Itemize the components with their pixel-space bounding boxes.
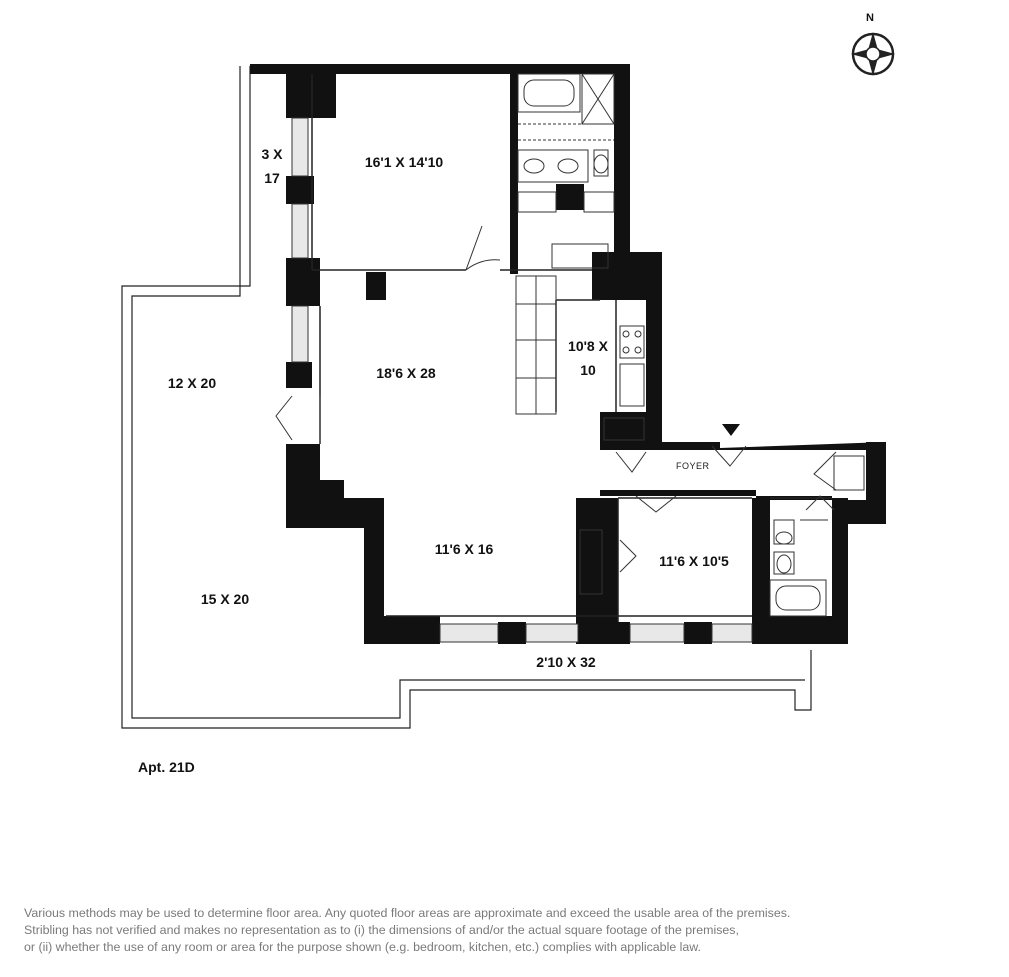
room-label-terrace-strip-line1: 3 X bbox=[261, 146, 283, 162]
room-label-bedroom-1: 16'1 X 14'10 bbox=[364, 154, 444, 170]
entry-arrow-icon bbox=[722, 424, 740, 436]
room-label-terrace-lower-left: 15 X 20 bbox=[200, 591, 250, 607]
disclaimer-line-1: Various methods may be used to determine… bbox=[24, 906, 791, 920]
apartment-label: Apt. 21D bbox=[138, 759, 195, 775]
room-label-terrace-strip: 3 X 17 bbox=[254, 142, 290, 190]
disclaimer-line-2: Stribling has not verified and makes no … bbox=[24, 923, 739, 937]
compass-north-label: N bbox=[866, 12, 874, 24]
room-label-kitchen-line2: 10 bbox=[580, 362, 596, 378]
bathroom-2-fixtures bbox=[579, 455, 865, 617]
compass-icon bbox=[851, 32, 895, 76]
kitchen-fixtures bbox=[515, 275, 645, 441]
terrace-outline bbox=[121, 66, 812, 729]
disclaimer-line-3: or (ii) whether the use of any room or a… bbox=[24, 940, 702, 954]
room-label-kitchen-line1: 10'8 X bbox=[568, 338, 608, 354]
room-label-bedroom-2: 11'6 X 10'5 bbox=[659, 553, 729, 569]
exterior-walls bbox=[250, 64, 886, 644]
room-label-living-room: 18'6 X 28 bbox=[376, 365, 436, 381]
room-label-dining: 11'6 X 16 bbox=[434, 541, 494, 557]
foyer-label: FOYER bbox=[676, 461, 710, 471]
room-label-balcony: 2'10 X 32 bbox=[536, 654, 596, 670]
disclaimer: Various methods may be used to determine… bbox=[24, 905, 1004, 956]
windows bbox=[291, 117, 753, 643]
room-label-terrace-strip-line2: 17 bbox=[264, 170, 280, 186]
room-label-kitchen: 10'8 X 10 bbox=[562, 334, 614, 382]
door-swings bbox=[275, 225, 837, 573]
room-label-terrace-left: 12 X 20 bbox=[167, 375, 217, 391]
bathroom-1-fixtures bbox=[517, 73, 615, 269]
